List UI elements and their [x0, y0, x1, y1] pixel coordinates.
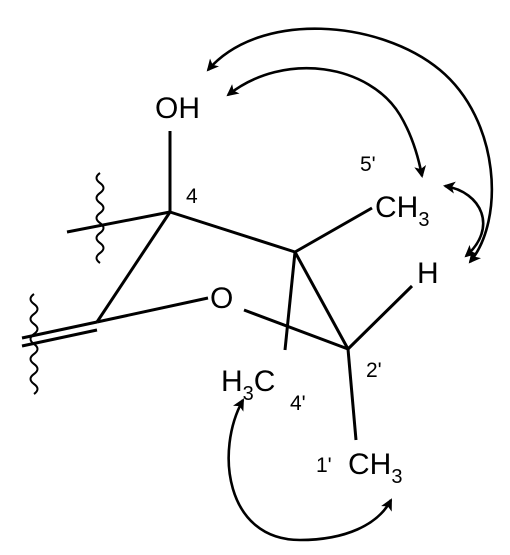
h-label: H: [417, 257, 439, 290]
noe-arrow-oh-ch3-5p: [226, 66, 427, 178]
bond-exocyclic-double-1: [21, 320, 98, 340]
bond-c2p-h: [346, 284, 414, 351]
ch3-5p-label: CH3: [375, 191, 429, 231]
bond-c4-c5: [169, 210, 296, 254]
ch3-1p-label: CH3: [348, 448, 402, 488]
bond-c5-ch3: [294, 206, 373, 254]
bond-c2p-ch3: [346, 348, 358, 441]
ring-oxygen-label: O: [210, 282, 233, 315]
bond-c4-c3: [95, 211, 172, 323]
c4-number: 4: [186, 185, 198, 208]
bond-o-c2p: [243, 308, 349, 351]
wavy-bond-top: [95, 172, 105, 264]
noe-arrow-ch3-5p-h: [443, 181, 485, 258]
bond-c3-o: [96, 296, 209, 324]
noe-arrow-h3c-ch3-1p: [227, 398, 393, 542]
bond-c5-c2p: [293, 251, 350, 350]
bond-c4-substituent: [66, 210, 171, 234]
c5p-number: 5': [360, 153, 376, 176]
oh-label: OH: [155, 92, 200, 125]
c4p-number: 4': [290, 392, 306, 415]
c2p-number: 2': [366, 359, 382, 382]
noe-arrow-oh-h: [206, 27, 494, 264]
h3c-4p-label: H3C: [221, 365, 275, 405]
bond-c5-c4p: [283, 251, 297, 351]
wavy-bond-bottom: [29, 293, 39, 395]
c1p-number: 1': [316, 454, 332, 477]
